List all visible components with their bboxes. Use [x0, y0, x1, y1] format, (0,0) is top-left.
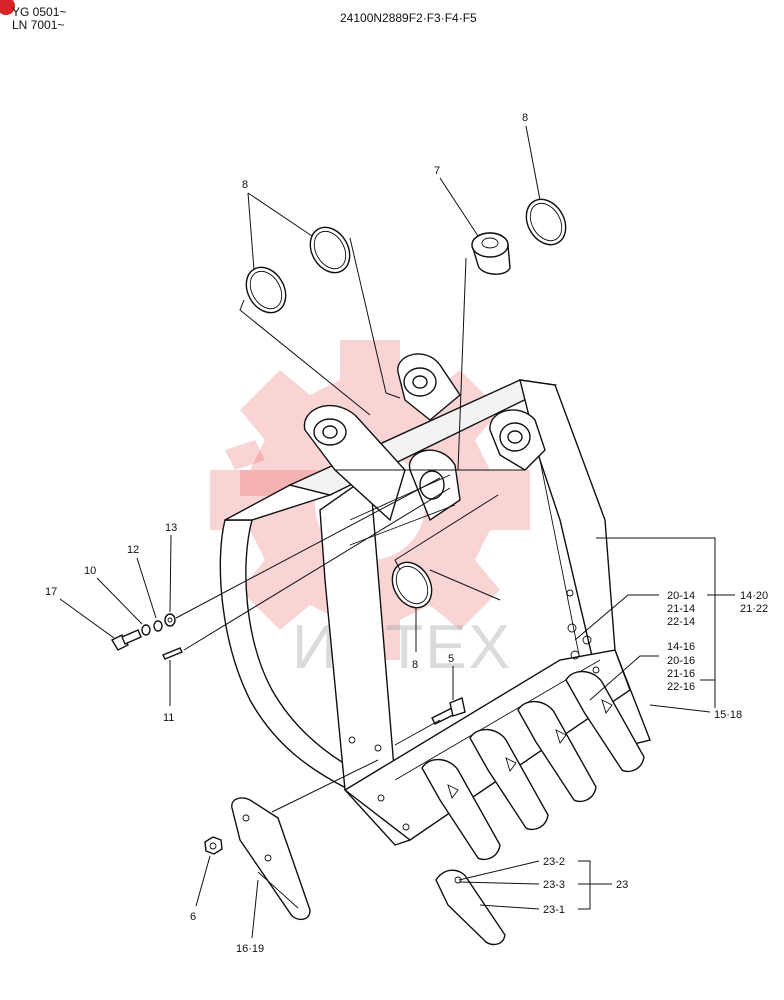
callout-23-3: 23-3: [543, 879, 565, 891]
nut-13-part: [164, 613, 176, 627]
seal-ring-upper-right: [525, 198, 567, 246]
callout-8-right: 8: [522, 112, 528, 124]
callout-23-1: 23-1: [543, 904, 565, 916]
nut-part: [204, 836, 223, 855]
bushing-part: [471, 232, 511, 275]
part-number-title: 24100N2889F2·F3·F4·F5: [340, 11, 477, 25]
bolt-part: [431, 697, 466, 725]
mounting-lugs: [303, 353, 546, 546]
callout-21-22: 21·22: [740, 603, 768, 615]
seal-ring-lower: [391, 561, 433, 609]
pin-11-part: [162, 647, 183, 660]
callout-22-14: 22-14: [667, 616, 695, 628]
callout-17: 17: [45, 586, 57, 598]
bolt-17-part: [111, 629, 142, 651]
callout-11: 11: [163, 712, 174, 724]
callout-20-16: 20-16: [667, 655, 695, 667]
bucket-teeth: [421, 670, 645, 861]
side-cutter-plate: [231, 797, 311, 921]
callout-23-2: 23-2: [543, 856, 565, 868]
callout-20-14: 20-14: [667, 590, 695, 602]
callout-23: 23: [616, 879, 628, 891]
callout-8-left: 8: [242, 179, 248, 191]
corner-badge-icon: [0, 0, 15, 15]
serial-range-2: LN 7001~: [12, 18, 64, 32]
callout-15-18: 15·18: [714, 709, 742, 721]
callout-14-16: 14-16: [667, 641, 695, 653]
loose-tooth-part: [435, 869, 506, 946]
leader-lines: [59, 125, 735, 939]
callout-21-14: 21-14: [667, 603, 695, 615]
callout-13: 13: [165, 522, 177, 534]
callout-10: 10: [84, 565, 96, 577]
callout-14-20: 14·20: [740, 590, 768, 602]
callout-labels: 8 8 8 7 13 12 10 17 11 5 6 16·19 20-14 2…: [45, 112, 768, 955]
callout-8-lower: 8: [412, 659, 418, 671]
washer-12-part: [153, 620, 163, 632]
callout-6: 6: [190, 911, 196, 923]
callout-12: 12: [127, 544, 139, 556]
callout-7: 7: [434, 165, 440, 177]
callout-16-19: 16·19: [236, 943, 264, 955]
watermark-text: ИНТЕХ: [292, 613, 512, 682]
serial-range-1: YG 0501~: [12, 5, 66, 19]
callout-5: 5: [448, 653, 454, 665]
seal-ring-upper-left: [245, 266, 287, 314]
callout-21-16: 21-16: [667, 668, 695, 680]
washer-10-part: [141, 624, 151, 636]
callout-22-16: 22-16: [667, 681, 695, 693]
seal-ring-upper-middle: [309, 226, 351, 274]
